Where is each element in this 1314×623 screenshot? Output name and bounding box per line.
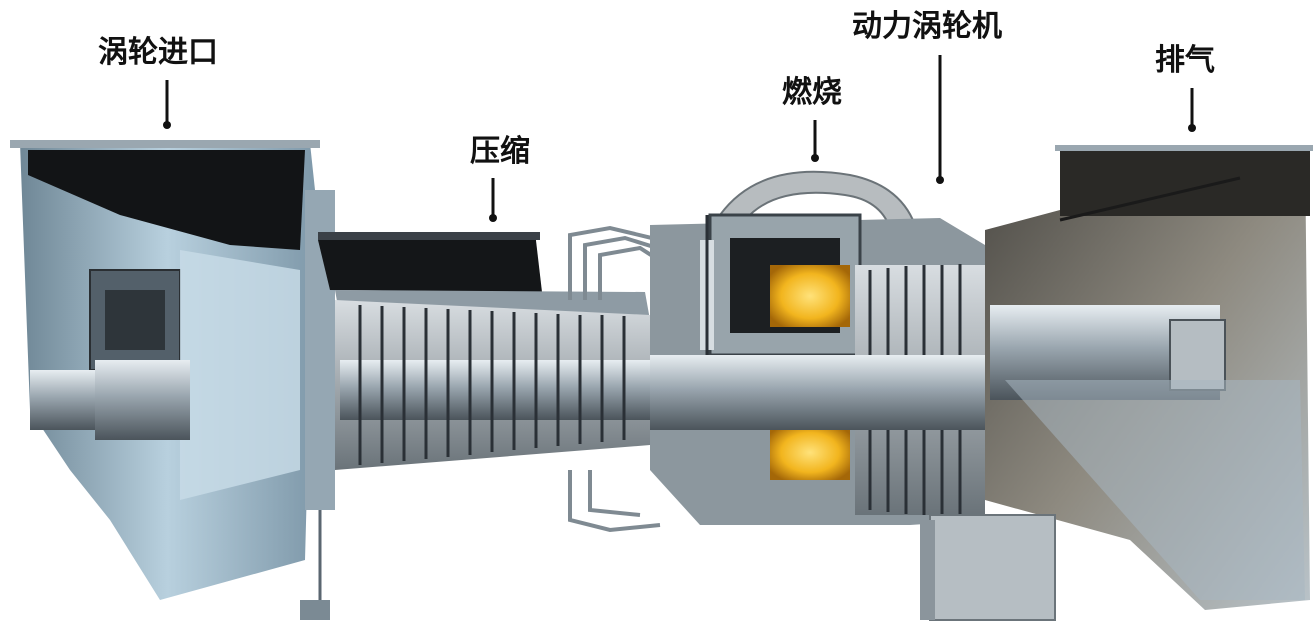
support-frame [920, 514, 1056, 621]
callout-inlet [163, 80, 171, 129]
exhaust-section [985, 145, 1313, 610]
label-combustion: 燃烧 [782, 75, 842, 110]
label-power-turbine: 动力涡轮机 [852, 9, 1002, 44]
power-turbine-rotor [650, 264, 995, 516]
label-exhaust: 排气 [1155, 43, 1215, 78]
callout-combust [811, 120, 819, 162]
label-compression: 压缩 [470, 134, 530, 169]
label-turbine-inlet: 涡轮进口 [98, 35, 218, 70]
callout-exhaust [1188, 88, 1196, 132]
callout-compress [489, 178, 497, 222]
compressor-blades [358, 305, 626, 465]
compressor-rotor [335, 300, 660, 470]
input-shaft [30, 360, 190, 440]
callout-power-turbine [936, 55, 944, 184]
